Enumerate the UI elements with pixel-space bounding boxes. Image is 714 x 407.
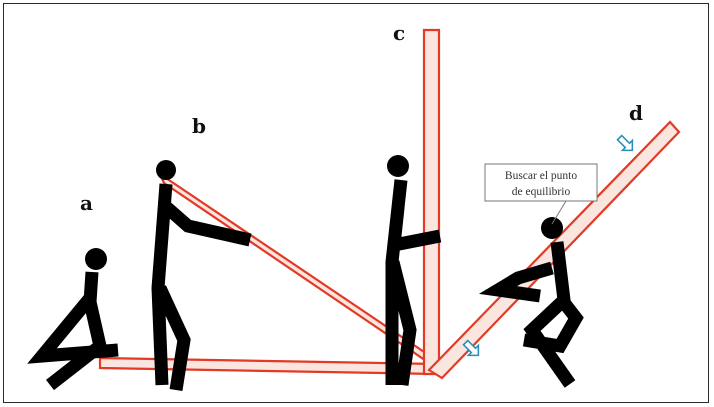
label-b: b: [192, 114, 206, 138]
figure-c-head: [387, 155, 409, 177]
figure-b-head: [156, 160, 176, 180]
figure-d: [478, 217, 584, 388]
figure-a-body: [27, 271, 119, 391]
callout-line-2: de equilibrio: [512, 186, 571, 198]
callout-line-1: Buscar el punto: [505, 170, 577, 182]
pole-c: [422, 28, 441, 376]
figure-b-body: [151, 183, 252, 392]
balance-callout: Buscar el punto de equilibrio: [484, 163, 598, 225]
figure-d-head: [541, 217, 563, 239]
label-c: c: [393, 21, 405, 45]
figure-c: [385, 155, 442, 386]
hollow-arrow-icon: [462, 339, 480, 357]
figure-b: [151, 160, 252, 392]
figure-d-body: [478, 241, 584, 388]
label-a: a: [80, 191, 93, 215]
label-d: d: [629, 101, 643, 125]
figure-c-body: [385, 179, 442, 386]
hollow-arrow-icon: [616, 134, 634, 152]
figure-a-head: [85, 248, 107, 270]
figure-a: [27, 248, 119, 391]
